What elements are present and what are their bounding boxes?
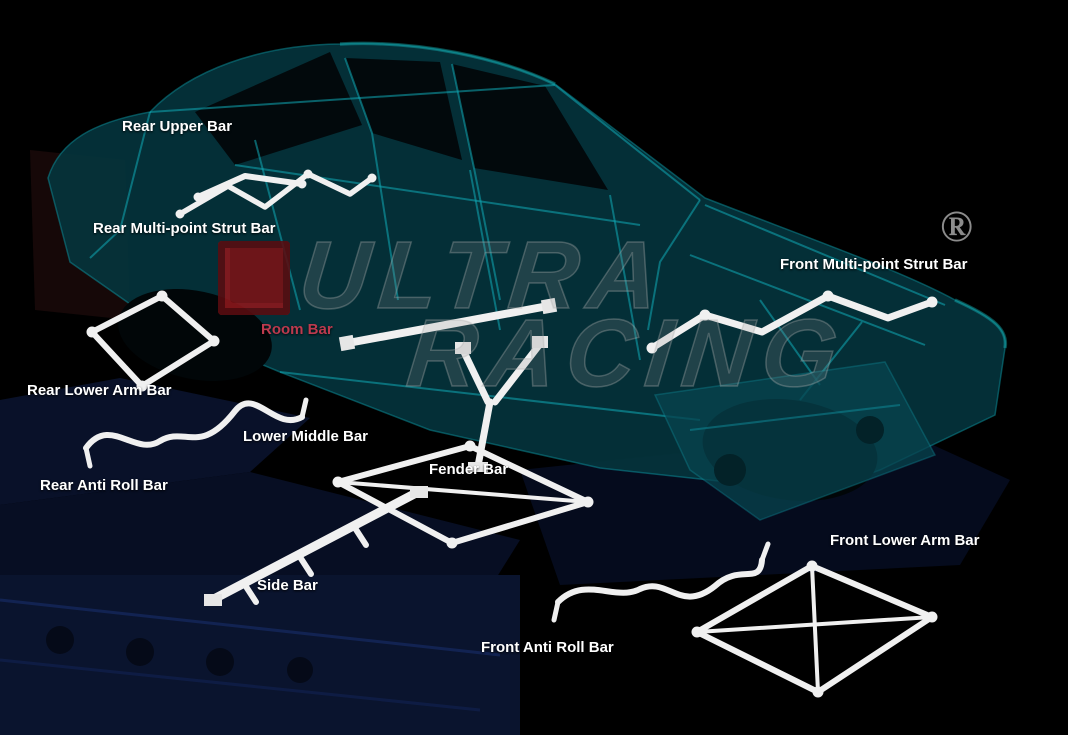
label-side-bar: Side Bar xyxy=(257,577,318,594)
label-front-multi-point-strut-bar: Front Multi-point Strut Bar xyxy=(780,256,968,273)
ultra-racing-logo xyxy=(218,241,290,315)
label-fender-bar: Fender Bar xyxy=(429,461,509,478)
front-lower-arm-bar-drawing xyxy=(691,560,938,698)
lower-middle-bar-drawing xyxy=(332,440,594,549)
front-multi-point-strut-bar-drawing xyxy=(646,290,938,354)
label-rear-lower-arm-bar: Rear Lower Arm Bar xyxy=(27,382,172,399)
car-body-shell-drawing xyxy=(47,41,1008,521)
rear-multi-point-strut-bar-drawing xyxy=(175,169,377,219)
front-subframe-drawing xyxy=(653,361,937,521)
label-lower-middle-bar: Lower Middle Bar xyxy=(243,428,369,445)
room-bar-drawing xyxy=(338,297,558,352)
rear-lower-arm-bar-drawing xyxy=(86,290,220,392)
label-front-lower-arm-bar: Front Lower Arm Bar xyxy=(830,532,980,549)
label-room-bar: Room Bar xyxy=(261,321,333,338)
label-rear-upper-bar: Rear Upper Bar xyxy=(122,118,233,135)
front-anti-roll-bar-drawing xyxy=(551,541,771,623)
label-rear-multi-point-strut-bar: Rear Multi-point Strut Bar xyxy=(93,220,276,237)
label-rear-anti-roll-bar: Rear Anti Roll Bar xyxy=(40,477,168,494)
side-bar-drawing xyxy=(204,486,428,606)
label-front-anti-roll-bar: Front Anti Roll Bar xyxy=(481,639,614,656)
registered-trademark-symbol: ® xyxy=(940,202,973,251)
rear-anti-roll-bar-drawing xyxy=(83,397,309,469)
fender-bar-drawing xyxy=(455,336,548,472)
